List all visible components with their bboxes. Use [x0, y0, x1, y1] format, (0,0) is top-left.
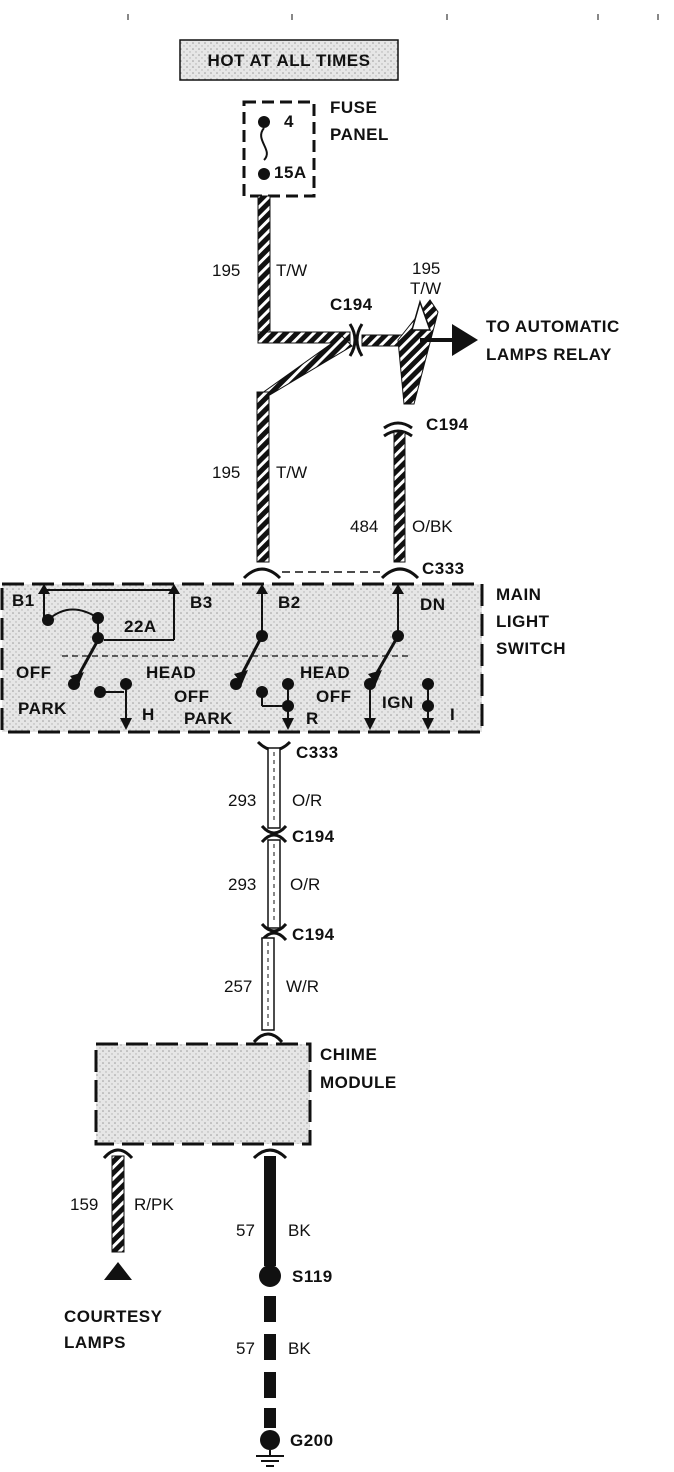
c333-top-connector: C333	[242, 559, 465, 580]
switch-off-label-1: OFF	[16, 663, 52, 682]
fuse-number: 4	[284, 112, 294, 131]
c194-lower-connector-2: C194	[260, 922, 335, 944]
c194-right-label: C194	[426, 415, 469, 434]
fuse-panel-label-2: PANEL	[330, 125, 389, 144]
wire-195-horizontal	[256, 331, 353, 397]
wire-number: 293	[228, 791, 256, 810]
switch-title-3: SWITCH	[496, 639, 566, 658]
switch-i-label: I	[450, 705, 455, 724]
splice-s119-icon	[259, 1265, 281, 1287]
wire-number: 484	[350, 517, 378, 536]
switch-park-label-1: PARK	[18, 699, 67, 718]
c194-lower-label-1: C194	[292, 827, 335, 846]
switch-head-label-1: HEAD	[146, 663, 196, 682]
courtesy-lamps-arrow-icon	[104, 1262, 132, 1280]
chime-module: CHIME MODULE	[94, 1042, 397, 1146]
main-light-switch: MAIN LIGHT SWITCH B1 B3 22A OFF PARK H	[0, 582, 566, 734]
wire-number: 195	[212, 463, 240, 482]
wire-color: BK	[288, 1339, 311, 1358]
switch-park-label-2: PARK	[184, 709, 233, 728]
wire-color: O/R	[292, 791, 322, 810]
wire-195-to-relay: 195 T/W TO AUTOMATIC LAMPS RELAY	[361, 259, 620, 405]
c194-top-connector: C194	[330, 295, 373, 357]
relay-label-2: LAMPS RELAY	[486, 345, 612, 364]
switch-r-label: R	[306, 709, 319, 728]
wire-484: 484 O/BK	[350, 431, 453, 563]
fuse-terminal-top	[258, 116, 270, 128]
wire-number: 257	[224, 977, 252, 996]
c333-top-label: C333	[422, 559, 465, 578]
wire-number: 57	[236, 1339, 255, 1358]
relay-arrow-icon	[452, 324, 478, 356]
courtesy-label-2: LAMPS	[64, 1333, 126, 1352]
chime-label-1: CHIME	[320, 1045, 377, 1064]
c194-top-label: C194	[330, 295, 373, 314]
wire-number: 159	[70, 1195, 98, 1214]
fuse-panel-label-1: FUSE	[330, 98, 377, 117]
wire-color: BK	[288, 1221, 311, 1240]
c333-bottom-label: C333	[296, 743, 339, 762]
ground-label: G200	[290, 1431, 334, 1450]
switch-head-label-2: HEAD	[300, 663, 350, 682]
wire-159: 159 R/PK COURTESY LAMPS	[64, 1148, 174, 1352]
wire-color: R/PK	[134, 1195, 174, 1214]
switch-title-2: LIGHT	[496, 612, 550, 631]
fuse-panel: 4 15A FUSE PANEL	[242, 98, 389, 198]
chime-label-2: MODULE	[320, 1073, 397, 1092]
wire-color: T/W	[276, 261, 307, 280]
c194-lower-label-2: C194	[292, 925, 335, 944]
wire-color: T/W	[276, 463, 307, 482]
wire-57: S119 57 BK 57 BK G200	[236, 1148, 334, 1467]
switch-off-label-3: OFF	[316, 687, 352, 706]
wire-number: 195	[212, 261, 240, 280]
fuse-rating: 15A	[274, 163, 307, 182]
wire-195-top: 195 T/W	[212, 195, 307, 339]
wire-195-mid: 195 T/W	[212, 391, 307, 563]
c194-right-connector: C194	[383, 415, 469, 438]
switch-dn-label: DN	[420, 595, 446, 614]
wire-257: 257 W/R	[224, 937, 319, 1044]
wire-number: 195	[412, 259, 440, 278]
switch-ign-label: IGN	[382, 693, 414, 712]
switch-off-label-2: OFF	[174, 687, 210, 706]
c194-lower-connector-1: C194	[260, 824, 335, 846]
fuse-element	[260, 127, 268, 161]
splice-label: S119	[292, 1267, 333, 1286]
relay-label-1: TO AUTOMATIC	[486, 317, 620, 336]
courtesy-label-1: COURTESY	[64, 1307, 163, 1326]
wire-color: T/W	[410, 279, 441, 298]
wire-number: 293	[228, 875, 256, 894]
wire-color: O/BK	[412, 517, 453, 536]
switch-b3-label: B3	[190, 593, 213, 612]
banner-text: HOT AT ALL TIMES	[208, 51, 371, 70]
page-edge-ticks	[127, 14, 659, 20]
switch-h-label: H	[142, 705, 155, 724]
ground-g200-icon	[260, 1430, 280, 1450]
hot-at-all-times-banner: HOT AT ALL TIMES	[179, 39, 399, 81]
switch-b2-label: B2	[278, 593, 301, 612]
wire-number: 57	[236, 1221, 255, 1240]
switch-breaker-label: 22A	[124, 617, 157, 636]
wire-293-b: 293 O/R	[228, 839, 320, 929]
wire-color: O/R	[290, 875, 320, 894]
switch-title-1: MAIN	[496, 585, 541, 604]
wire-color: W/R	[286, 977, 319, 996]
switch-b1-label: B1	[12, 591, 35, 610]
wire-293-a: 293 O/R	[228, 747, 322, 829]
fuse-terminal-bottom	[258, 168, 270, 180]
